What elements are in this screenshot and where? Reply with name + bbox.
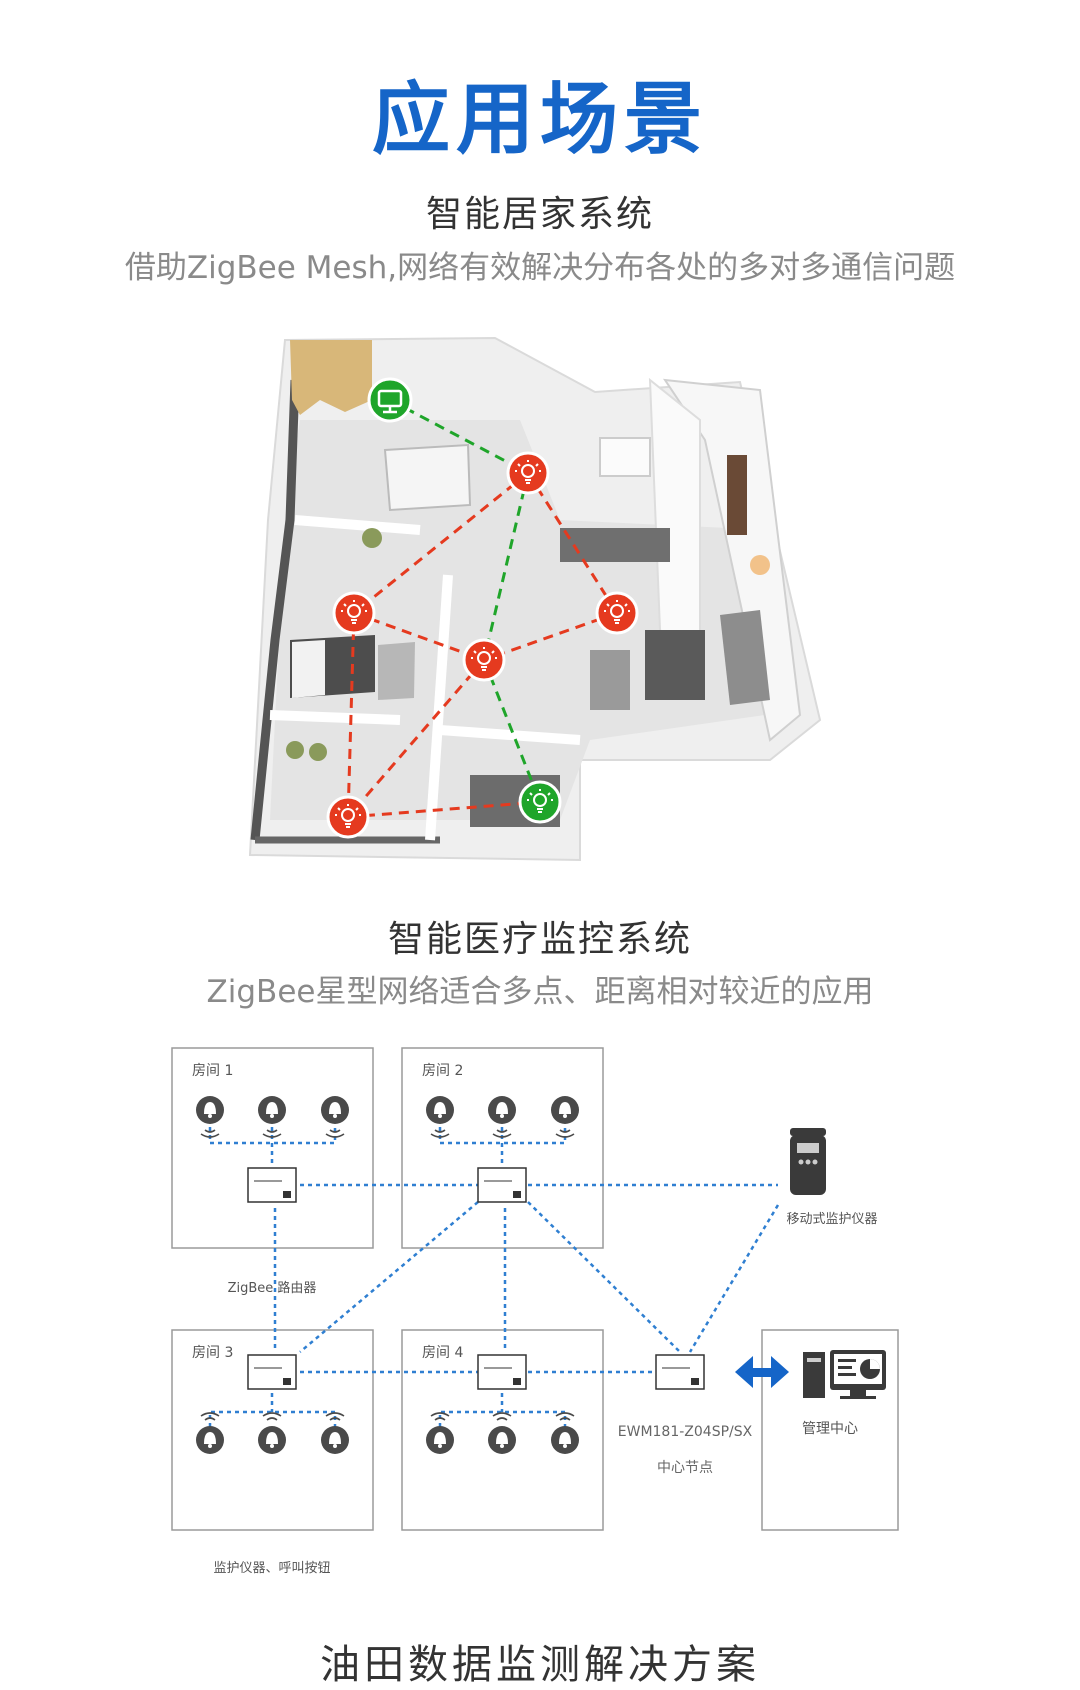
router-label: ZigBee 路由器 xyxy=(228,1280,317,1296)
center-node-module xyxy=(655,1354,705,1390)
zigbee-router-module xyxy=(477,1354,527,1390)
center-node-label: EWM181-Z04SP/SX xyxy=(618,1424,753,1440)
green-link xyxy=(389,398,529,475)
router-node xyxy=(506,451,550,495)
bell-icon xyxy=(426,1096,454,1138)
bell-icon xyxy=(551,1096,579,1138)
bell-icon xyxy=(258,1096,286,1138)
smart-home-subtitle: 借助ZigBee Mesh,网络有效解决分布各处的多对多通信问题 xyxy=(124,250,956,286)
lamp xyxy=(750,555,770,575)
interior-wall xyxy=(294,515,421,535)
bulb-icon xyxy=(335,804,361,828)
interior-wall xyxy=(425,574,453,841)
red-link xyxy=(347,800,541,819)
red-link xyxy=(353,471,529,615)
room-box-1 xyxy=(171,1047,374,1249)
red-link xyxy=(526,472,619,614)
management-label: 管理中心 xyxy=(802,1421,858,1437)
rug xyxy=(378,642,415,700)
bed-left-room-sheet xyxy=(292,640,325,698)
bulb-icon xyxy=(527,789,553,813)
room-label-3: 房间 3 xyxy=(192,1345,233,1361)
zigbee-router-module xyxy=(477,1167,527,1203)
smart-home-title: 智能居家系统 xyxy=(425,194,654,235)
room-label-1: 房间 1 xyxy=(192,1063,233,1079)
armchair xyxy=(590,650,630,710)
monitor-icon xyxy=(377,389,403,414)
bell-icon xyxy=(258,1412,286,1454)
zigbee-router-module xyxy=(247,1167,297,1203)
plant xyxy=(309,743,327,761)
plant xyxy=(362,528,382,548)
bell-icon xyxy=(196,1412,224,1454)
bell-icon xyxy=(321,1096,349,1138)
bell-icon xyxy=(321,1412,349,1454)
room-label-4: 房间 4 xyxy=(422,1345,463,1361)
medical-title: 智能医疗监控系统 xyxy=(387,919,692,960)
node-controller xyxy=(367,377,413,423)
center-node-sub: 中心节点 xyxy=(657,1460,713,1476)
plant xyxy=(286,741,304,759)
cabinet xyxy=(599,437,651,477)
router-node xyxy=(332,591,376,635)
medical-subtitle: ZigBee星型网络适合多点、距离相对较近的应用 xyxy=(206,974,874,1010)
curtain xyxy=(290,340,372,415)
mesh-links xyxy=(346,398,619,819)
zigbee-router-module xyxy=(247,1354,297,1390)
button-label: 监护仪器、呼叫按钮 xyxy=(213,1561,330,1576)
room-label-2: 房间 2 xyxy=(422,1063,463,1079)
bed-top-room xyxy=(383,443,472,512)
interior-wall xyxy=(269,710,401,725)
sofa xyxy=(720,610,770,705)
red-link xyxy=(483,611,618,662)
red-link xyxy=(346,659,486,818)
bell-icon xyxy=(488,1412,516,1454)
medical-network-diagram: 房间 1 房间 2 房间 3 房间 4 ZigBee 路由器 监护仪器、呼叫按钮 xyxy=(171,1047,899,1576)
mobile-monitor-label: 移动式监护仪器 xyxy=(786,1212,877,1227)
interior-wall xyxy=(439,725,581,745)
red-link xyxy=(353,611,485,662)
next-section-title: 油田数据监测解决方案 xyxy=(320,1642,760,1688)
floor-plan-illustration xyxy=(248,336,822,862)
outer-wall xyxy=(250,379,300,841)
page-title: 应用场景 xyxy=(371,75,708,165)
room-box-2 xyxy=(401,1047,604,1249)
bulb-icon xyxy=(604,600,630,624)
green-link xyxy=(482,472,530,661)
router-node xyxy=(326,795,370,839)
red-link xyxy=(346,612,356,818)
network-links xyxy=(208,1127,780,1427)
floor-inner xyxy=(270,420,800,820)
end-device-node xyxy=(518,780,562,824)
computer-icon xyxy=(803,1350,886,1399)
mobile-monitor-icon xyxy=(790,1128,826,1195)
bell-icon xyxy=(551,1412,579,1454)
router-node xyxy=(595,591,639,635)
tv-stand xyxy=(560,528,670,562)
bidirectional-arrow-icon xyxy=(735,1356,789,1388)
bulb-icon xyxy=(341,600,367,624)
bell-icon xyxy=(488,1096,516,1138)
bulb-icon xyxy=(515,460,541,484)
green-link xyxy=(482,659,542,803)
bell-icon xyxy=(196,1096,224,1138)
bell-icon xyxy=(426,1412,454,1454)
router-node xyxy=(462,638,506,682)
coffee-table xyxy=(645,630,705,700)
bulb-icon xyxy=(471,647,497,671)
wall-art xyxy=(727,455,747,535)
